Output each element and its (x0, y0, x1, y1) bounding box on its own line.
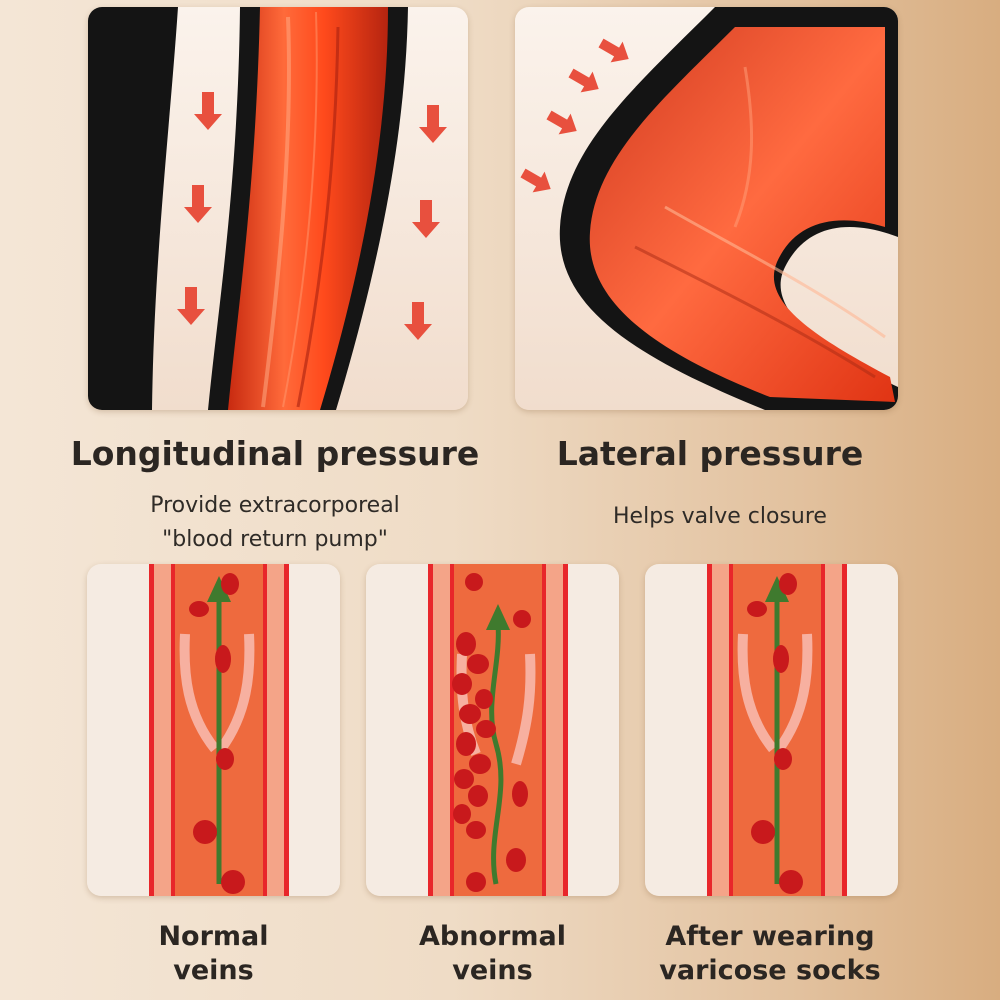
subtitle-line-1: Provide extracorporeal (150, 493, 400, 518)
longitudinal-pressure-image (88, 7, 468, 410)
flow-arrow-icon (765, 576, 789, 602)
longitudinal-pressure-title: Longitudinal pressure (70, 434, 480, 473)
abnormal-vein-image (366, 564, 619, 896)
sock-left (88, 7, 178, 410)
caption-line-1: After wearing (665, 921, 875, 952)
after-wearing-caption: After wearing varicose socks (610, 920, 930, 988)
leg-muscle (228, 7, 388, 410)
subtitle-line-2: "blood return pump" (162, 527, 388, 552)
diagonal-arrow-icon (520, 38, 629, 193)
blood-clot (452, 632, 496, 839)
down-arrow-icon (177, 92, 447, 340)
flow-arrow-icon (486, 604, 510, 630)
after-wearing-vein-image (645, 564, 898, 896)
caption-line-1: Normal (158, 921, 269, 952)
lateral-pressure-image (515, 7, 898, 410)
lateral-pressure-subtitle: Helps valve closure (613, 504, 827, 529)
lateral-pressure-title: Lateral pressure (556, 434, 864, 473)
caption-line-2: veins (173, 955, 254, 986)
longitudinal-pressure-subtitle: Provide extracorporeal "blood return pum… (60, 489, 490, 557)
caption-line-2: varicose socks (659, 955, 881, 986)
caption-line-1: Abnormal (419, 921, 566, 952)
normal-vein-image (87, 564, 340, 896)
normal-veins-caption: Normal veins (87, 920, 340, 988)
flow-arrow-icon (207, 576, 231, 602)
blood-cell (189, 573, 245, 894)
blood-cell (465, 573, 531, 892)
blood-cell (747, 573, 803, 894)
caption-line-2: veins (452, 955, 533, 986)
knee-muscle (589, 27, 895, 402)
abnormal-veins-caption: Abnormal veins (366, 920, 619, 988)
